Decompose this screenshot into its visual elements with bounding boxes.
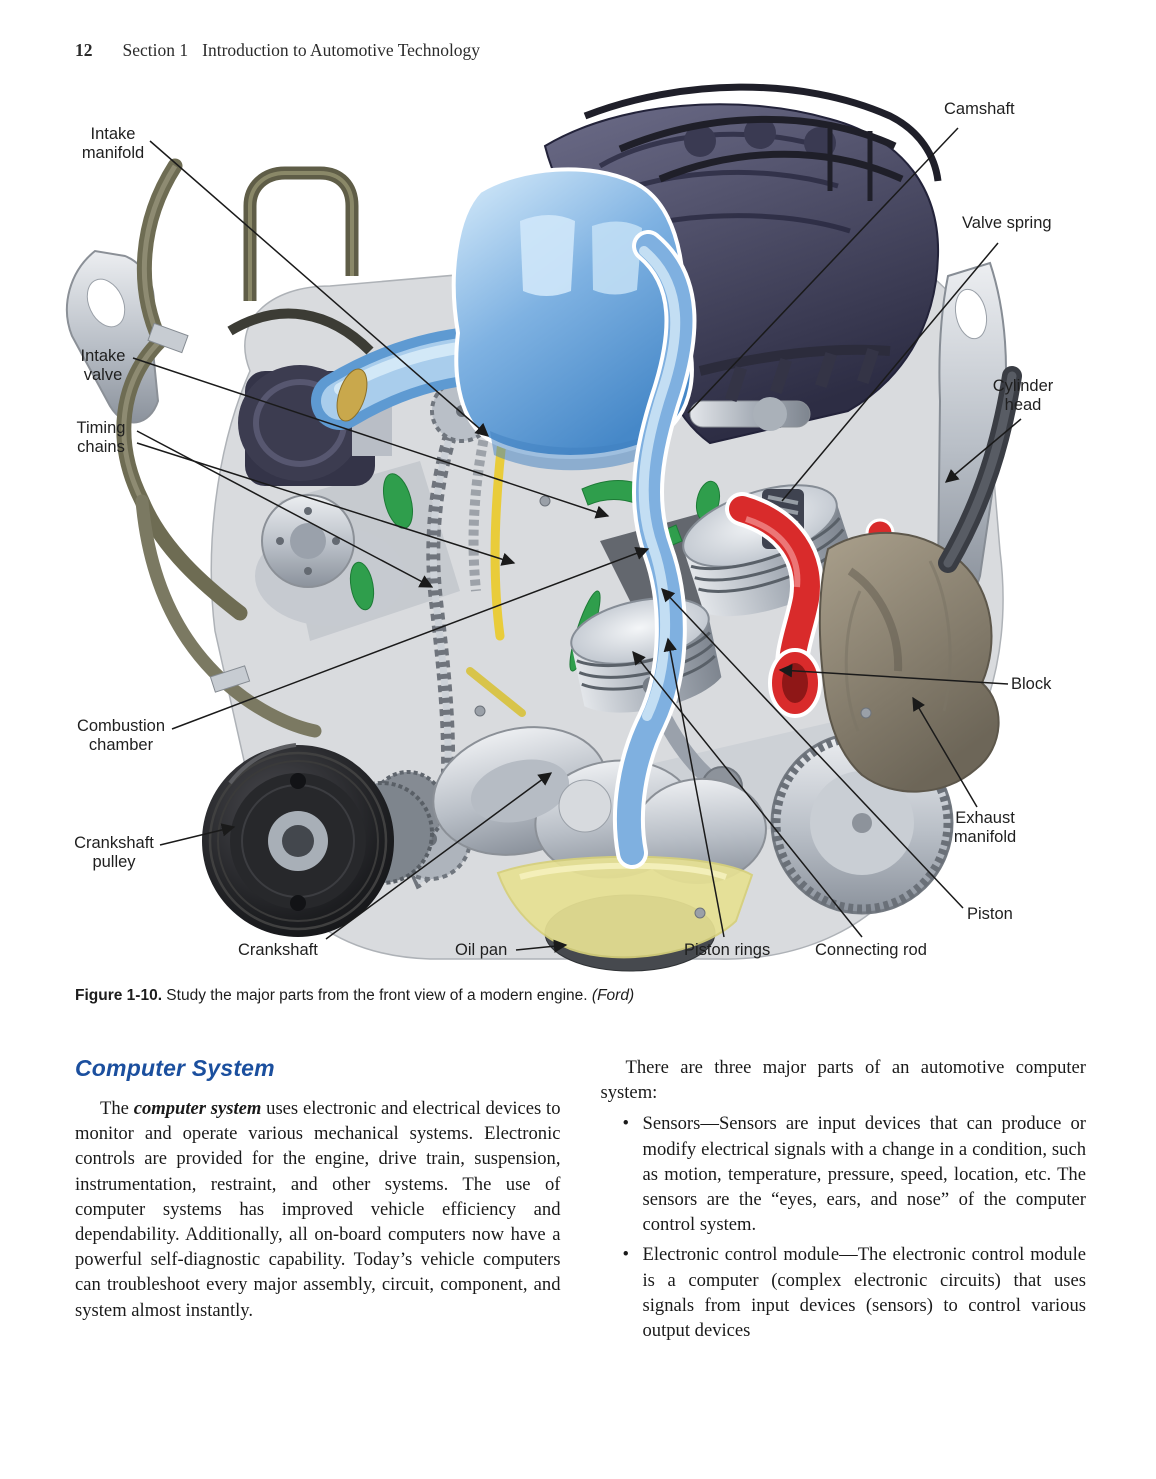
figure-label-connecting-rod: Connecting rod <box>815 941 927 959</box>
figure-1-10: Intake manifold Camshaft Valve spring In… <box>0 71 1156 973</box>
paragraph-computer-system: The computer system uses electronic and … <box>75 1096 561 1323</box>
list-item-ecm-text: Electronic control module—The electronic… <box>642 1244 1087 1342</box>
paragraph-prefix: The <box>100 1098 134 1119</box>
figure-label-intake-manifold: Intake manifold <box>81 125 145 163</box>
figure-label-valve-spring: Valve spring <box>962 214 1052 232</box>
bullet-icon: • <box>622 1113 630 1135</box>
paragraph-rest: uses electronic and electrical devices t… <box>75 1098 561 1321</box>
list-item-electronic-control-module: • Electronic control module—The electroni… <box>601 1242 1087 1343</box>
section-heading-computer-system: Computer System <box>75 1055 275 1081</box>
figure-label-intake-valve: Intake valve <box>80 347 126 385</box>
figure-label-exhaust-manifold: Exhaust manifold <box>953 809 1017 847</box>
page-number: 12 <box>75 40 93 60</box>
computer-parts-list: • Sensors—Sensors are input devices that … <box>601 1111 1087 1343</box>
figure-label-oil-pan: Oil pan <box>455 941 508 959</box>
figure-label-crankshaft: Crankshaft <box>238 941 318 959</box>
figure-caption: Figure 1-10. Study the major parts from … <box>75 987 1086 1005</box>
bullet-icon: • <box>622 1244 630 1266</box>
figure-label-cylinder-head: Cylinder head <box>992 377 1054 415</box>
term-computer-system: computer system <box>133 1098 262 1119</box>
figure-label-piston-rings: Piston rings <box>684 941 771 959</box>
figure-label-piston: Piston <box>967 905 1013 923</box>
article-body: Computer System The computer system uses… <box>75 1055 1086 1348</box>
page-header: 12 Section 1 Introduction to Automotive … <box>0 0 1156 61</box>
figure-caption-label: Figure 1-10. <box>75 987 162 1004</box>
figure-label-timing-chains: Timing chains <box>76 419 126 457</box>
left-column: Computer System The computer system uses… <box>75 1055 561 1348</box>
right-column: There are three major parts of an automo… <box>601 1055 1087 1348</box>
section-title: Introduction to Automotive Technology <box>202 40 481 60</box>
section-label: Section 1 <box>122 40 189 60</box>
list-item-sensors: • Sensors—Sensors are input devices that … <box>601 1111 1087 1237</box>
paragraph-three-parts: There are three major parts of an automo… <box>600 1057 1087 1104</box>
list-item-sensors-text: Sensors—Sensors are input devices that c… <box>642 1113 1087 1236</box>
figure-label-camshaft: Camshaft <box>944 100 1015 118</box>
figure-caption-text: Study the major parts from the front vie… <box>162 987 592 1004</box>
figure-label-crankshaft-pulley: Crankshaft pulley <box>74 834 154 872</box>
figure-label-combustion-chamber: Combustion chamber <box>76 717 166 755</box>
figure-caption-credit: (Ford) <box>591 987 635 1004</box>
figure-label-block: Block <box>1011 675 1052 693</box>
